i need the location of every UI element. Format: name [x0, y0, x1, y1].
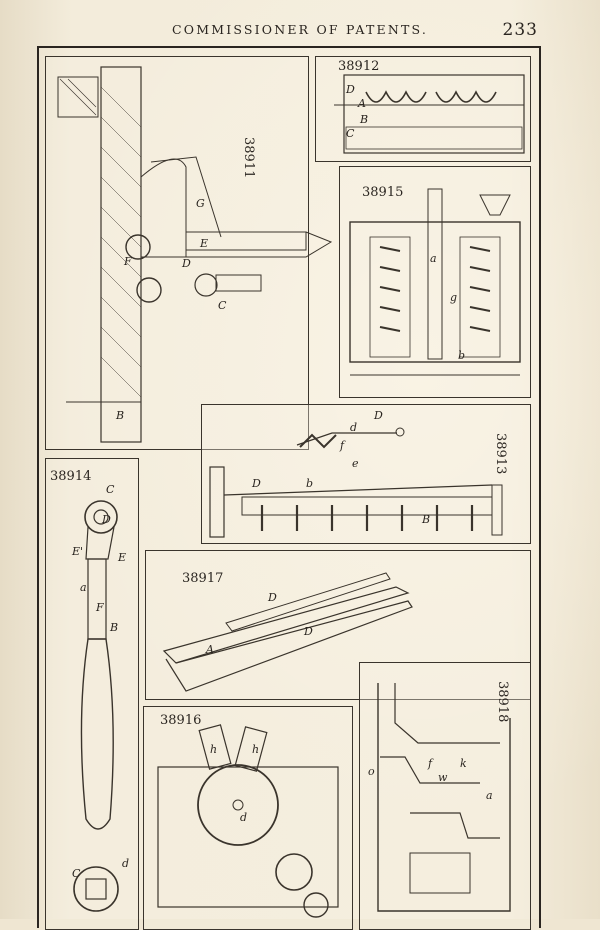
figure-38916-number: 38916	[160, 713, 202, 728]
svg-text:E: E	[117, 551, 126, 564]
svg-text:G: G	[196, 197, 205, 210]
svg-text:D: D	[251, 477, 261, 490]
svg-text:b: b	[306, 477, 313, 490]
svg-text:g: g	[450, 291, 457, 304]
figure-38917-drawing: D D A	[162, 572, 413, 692]
svg-text:f: f	[427, 757, 434, 770]
svg-text:d: d	[122, 857, 129, 870]
figure-38913-drawing: D d f e D b B	[209, 409, 503, 538]
figure-38915-drawing: a g b	[349, 188, 521, 376]
figure-38914-drawing: C D E' E a F B C d	[71, 483, 129, 912]
figure-38917-number: 38917	[182, 571, 224, 586]
svg-text:o: o	[368, 765, 375, 778]
figure-38911-drawing: G F E D C B	[57, 66, 333, 443]
svg-text:a: a	[80, 581, 87, 594]
svg-text:d: d	[350, 421, 357, 434]
svg-text:A: A	[357, 97, 366, 110]
svg-text:D: D	[303, 625, 313, 638]
svg-text:d: d	[240, 811, 247, 824]
svg-text:D: D	[267, 591, 277, 604]
figure-38915-panel: 38915 a g b	[339, 166, 531, 398]
figure-38918-panel: 38918 o f w k a	[359, 662, 531, 930]
svg-text:a: a	[486, 789, 493, 802]
svg-text:C: C	[346, 127, 355, 140]
svg-text:D: D	[181, 257, 191, 270]
svg-text:C: C	[106, 483, 115, 496]
running-header: COMMISSIONER OF PATENTS.	[171, 22, 429, 37]
svg-text:w: w	[438, 771, 448, 784]
svg-text:D: D	[345, 83, 355, 96]
svg-text:b: b	[458, 349, 465, 362]
svg-text:F: F	[123, 255, 132, 268]
figure-38916-drawing: h h d	[157, 724, 339, 918]
svg-text:D: D	[101, 513, 111, 526]
figure-38918-drawing: o f w k a	[368, 683, 511, 912]
figure-38912-panel: 38912 D A B C	[315, 56, 531, 162]
svg-text:E: E	[199, 237, 208, 250]
figure-38915-number: 38915	[362, 185, 404, 200]
figure-38914-panel: 38914 C D E' E a F B C d	[45, 458, 139, 930]
figure-plate-frame: 38911	[37, 46, 541, 930]
figure-38912-drawing: D A B C	[334, 74, 525, 154]
svg-text:h: h	[210, 743, 217, 756]
svg-text:B: B	[359, 113, 368, 126]
svg-text:e: e	[352, 457, 359, 470]
svg-text:B: B	[115, 409, 124, 422]
figure-38916-panel: 38916 h h d	[143, 706, 353, 930]
figure-38913-panel: 38913 D d f e D b	[201, 404, 531, 544]
svg-text:f: f	[339, 439, 346, 452]
figure-38917-panel: 38917 D D A	[145, 550, 531, 700]
figure-38912-number: 38912	[338, 59, 380, 74]
svg-text:D: D	[373, 409, 383, 422]
svg-text:C: C	[72, 867, 81, 880]
svg-text:F: F	[95, 601, 104, 614]
svg-text:k: k	[460, 757, 467, 770]
svg-text:A: A	[205, 643, 214, 656]
svg-text:B: B	[421, 513, 430, 526]
svg-text:h: h	[252, 743, 259, 756]
figure-38914-number: 38914	[50, 469, 92, 484]
svg-text:E': E'	[71, 545, 83, 558]
svg-text:a: a	[430, 252, 437, 265]
svg-text:C: C	[218, 299, 227, 312]
figure-38911-panel: 38911	[45, 56, 333, 450]
svg-text:B: B	[109, 621, 118, 634]
page-number: 233	[502, 20, 538, 40]
